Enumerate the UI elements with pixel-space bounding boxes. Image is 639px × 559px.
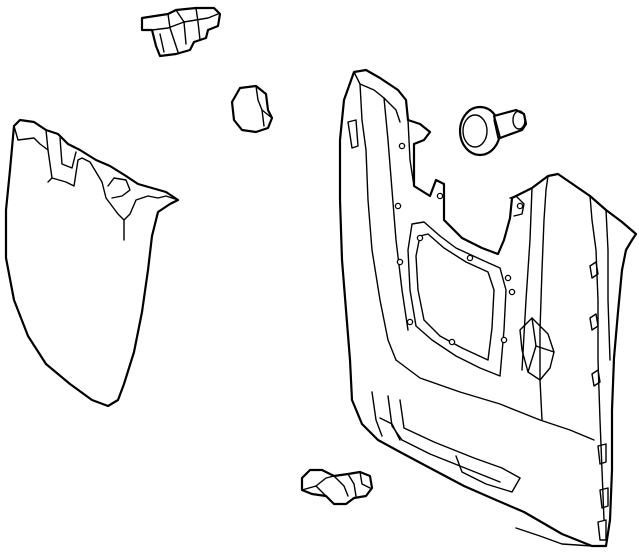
- left-panel-part[interactable]: [4, 118, 180, 408]
- small-cap-part[interactable]: [230, 84, 274, 134]
- push-pin-part[interactable]: [458, 105, 528, 157]
- main-panel-part[interactable]: [338, 68, 638, 548]
- upper-clip-part[interactable]: [140, 6, 222, 58]
- lower-clip-part[interactable]: [300, 468, 374, 506]
